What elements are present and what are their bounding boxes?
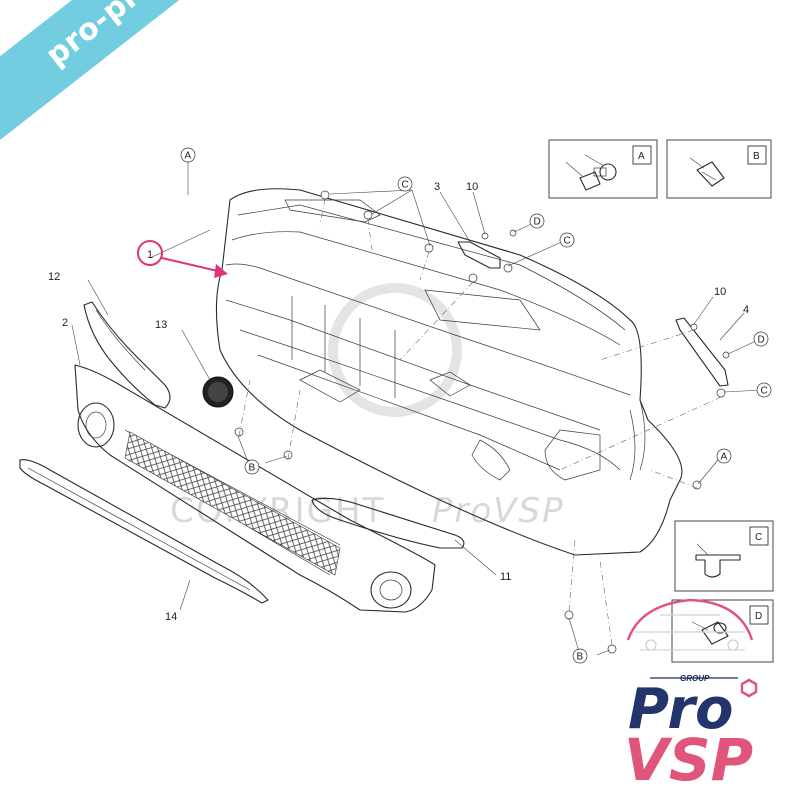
detail-box-b: B	[666, 139, 772, 199]
callout-13: 13	[155, 319, 167, 331]
detail-box-b-tag: B	[753, 151, 760, 162]
bracket-part-4	[675, 317, 729, 387]
highlight-arrow	[161, 257, 228, 278]
ref-a-right: A	[721, 452, 728, 463]
logo-group-text: GROUP	[680, 674, 710, 683]
provsp-logo: GROUP Pro VSP	[624, 598, 758, 794]
svg-text:ProVSP: ProVSP	[432, 491, 565, 531]
detail-box-d-tag: D	[755, 611, 762, 622]
callout-2: 2	[62, 317, 68, 329]
reference-markers: A C D C D C A B B	[180, 147, 772, 664]
ref-c-top: C	[402, 180, 409, 191]
ref-d-right: D	[758, 335, 765, 346]
detail-box-d: D	[671, 599, 774, 663]
lower-blade-strip	[19, 459, 269, 604]
upper-trim-strip	[83, 301, 171, 409]
emblem-badge	[202, 376, 234, 408]
ref-b-left: B	[249, 463, 256, 474]
ref-d-top: D	[534, 217, 541, 228]
logo-pro-text: Pro	[628, 677, 733, 742]
bumper-shell	[215, 188, 683, 556]
ref-c-mid: C	[564, 236, 571, 247]
projection-lines	[238, 198, 722, 646]
fasteners	[234, 190, 730, 654]
detail-box-c: C	[674, 520, 774, 592]
callout-10-right: 10	[714, 286, 726, 298]
callout-10-top: 10	[466, 181, 478, 193]
callout-3: 3	[434, 181, 440, 193]
lower-grille-frame	[74, 364, 436, 613]
side-trim-insert	[311, 497, 465, 549]
logo-vsp-text: VSP	[624, 726, 753, 794]
callout-11: 11	[500, 571, 511, 583]
detail-box-a: A	[548, 139, 658, 199]
callout-12: 12	[48, 271, 60, 283]
bracket-part-3	[457, 241, 501, 269]
detail-box-a-tag: A	[638, 151, 645, 162]
ref-c-right: C	[761, 386, 768, 397]
callout-1: 1	[147, 249, 153, 261]
ref-b-bottom: B	[577, 652, 584, 663]
callout-14: 14	[165, 611, 177, 623]
ref-a-top: A	[185, 151, 192, 162]
callout-4: 4	[743, 304, 749, 316]
detail-box-c-tag: C	[755, 532, 762, 543]
